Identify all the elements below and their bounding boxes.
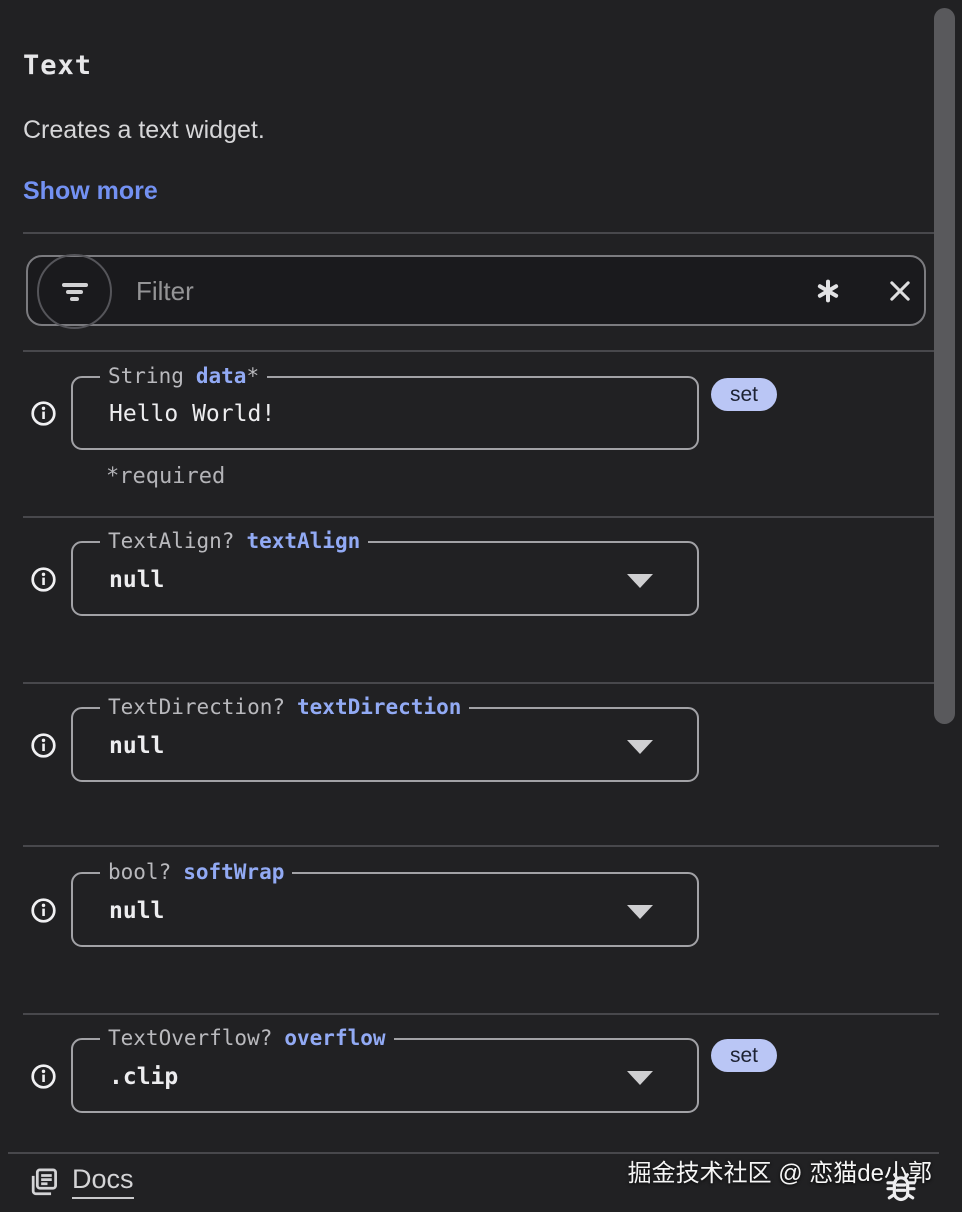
chevron-down-icon <box>627 739 653 754</box>
divider <box>23 682 939 684</box>
dropdown-value: null <box>109 732 165 759</box>
filter-menu-button[interactable] <box>37 254 112 329</box>
chevron-down-icon <box>627 1070 653 1085</box>
info-icon[interactable] <box>30 400 57 427</box>
field-label: TextDirection?textDirection <box>100 695 470 720</box>
divider <box>23 232 939 234</box>
divider <box>23 516 939 518</box>
dropdown-textDirection[interactable]: TextDirection?textDirection null <box>71 695 699 782</box>
set-badge[interactable]: set <box>711 378 778 411</box>
dropdown-softWrap[interactable]: bool?softWrap null <box>71 860 699 947</box>
info-icon[interactable] <box>30 566 57 593</box>
dropdown-overflow[interactable]: TextOverflow?overflow .clip <box>71 1026 699 1113</box>
clear-filter-button[interactable] <box>872 257 928 324</box>
widget-description: Creates a text widget. <box>23 116 265 144</box>
asterisk-icon <box>817 279 839 302</box>
info-icon[interactable] <box>30 732 57 759</box>
dropdown-value: null <box>109 897 165 924</box>
field-label: bool?softWrap <box>100 860 293 885</box>
docs-icon <box>31 1168 57 1195</box>
scrollbar-thumb[interactable] <box>934 8 955 724</box>
field-label: TextOverflow?overflow <box>100 1026 394 1051</box>
docs-label: Docs <box>72 1164 134 1199</box>
divider <box>23 845 939 847</box>
page-title: Text <box>23 50 93 81</box>
required-helper-text: *required <box>106 464 226 489</box>
filter-bar <box>26 254 928 329</box>
filter-input[interactable] <box>134 265 698 317</box>
field-label: TextAlign?textAlign <box>100 529 369 554</box>
docs-link[interactable]: Docs <box>27 1164 134 1199</box>
close-icon <box>890 280 910 301</box>
divider <box>23 350 939 352</box>
filter-list-icon <box>61 282 88 301</box>
divider <box>8 1152 939 1154</box>
dropdown-value: .clip <box>109 1063 179 1090</box>
dropdown-textAlign[interactable]: TextAlign?textAlign null <box>71 529 699 616</box>
info-icon[interactable] <box>30 897 57 924</box>
info-icon[interactable] <box>30 1063 57 1090</box>
bug-icon <box>886 1173 916 1202</box>
divider <box>23 1013 939 1015</box>
show-more-link[interactable]: Show more <box>23 177 158 205</box>
dropdown-value: null <box>109 566 165 593</box>
chevron-down-icon <box>627 573 653 588</box>
watermark-text: 掘金技术社区 @ 恋猫de小郭 <box>627 1160 932 1187</box>
set-badge[interactable]: set <box>711 1039 778 1072</box>
regex-match-button[interactable] <box>800 257 856 324</box>
data-value-input[interactable] <box>107 378 651 450</box>
chevron-down-icon <box>627 904 653 919</box>
